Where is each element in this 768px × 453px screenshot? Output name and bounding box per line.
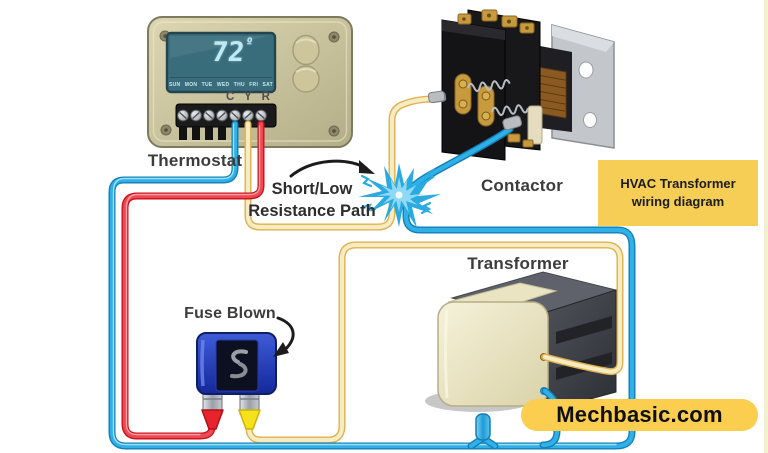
blown-element-icon: [230, 362, 248, 379]
thermostat-label: Thermostat: [147, 151, 243, 170]
spring-icon: [467, 78, 511, 93]
contactor-label: Contactor: [480, 176, 564, 195]
lcd-temperature: 72º: [210, 36, 254, 68]
lcd-day-row: SUN MON TUE WED THU FRI SAT: [169, 82, 273, 88]
fuse-blown-label: Fuse Blown: [184, 305, 276, 322]
thermostat-button-up: [292, 34, 320, 66]
wires: [108, 95, 636, 450]
blue-wire-lug-cap: [502, 115, 523, 131]
terminal-tabs: [179, 127, 226, 140]
short-low-line2: Resistance Path: [248, 201, 376, 220]
annotation-arrows: [273, 159, 375, 357]
fuse-crimps: [201, 409, 261, 430]
day-label: THU: [233, 81, 245, 88]
fuse-graphic: [196, 332, 277, 415]
splice-connector: [475, 413, 491, 441]
spark-icon: [358, 163, 441, 228]
day-label: WED: [216, 81, 230, 88]
day-label: TUE: [201, 81, 213, 88]
short-low-resistance-label: Short/Low Resistance Path: [243, 179, 381, 223]
day-label: SUN: [169, 81, 181, 88]
day-label: FRI: [249, 81, 259, 88]
day-label: MON: [184, 81, 198, 88]
transformer-label: Transformer: [467, 254, 569, 273]
watermark-pill: Mechbasic.com: [521, 399, 758, 431]
transformer-graphic: [425, 271, 618, 417]
thermostat-button-down: [292, 65, 320, 93]
red-crimp: [201, 409, 224, 430]
title-banner: HVAC Transformer wiring diagram: [598, 160, 758, 226]
spring-icon: [491, 104, 529, 117]
terminal-y-label: Y: [244, 91, 252, 103]
yellow-crimp: [238, 409, 261, 430]
short-path-arrow: [289, 159, 368, 178]
terminal-screw-icon: [177, 109, 267, 122]
terminal-c-label: C: [226, 91, 235, 103]
contactor-graphic: [429, 9, 615, 161]
right-edge-strip: [764, 0, 768, 453]
yellow-wire-lug-cap: [427, 90, 446, 104]
degree-mark: º: [244, 36, 254, 51]
day-label: SAT: [262, 81, 273, 88]
short-low-line1: Short/Low: [271, 180, 353, 198]
terminal-letters: C Y R: [226, 91, 270, 103]
blown-element-icon: [231, 349, 248, 364]
thermostat-graphic: [147, 16, 353, 148]
fuse-window: [215, 339, 259, 392]
terminal-r-label: R: [261, 91, 270, 103]
